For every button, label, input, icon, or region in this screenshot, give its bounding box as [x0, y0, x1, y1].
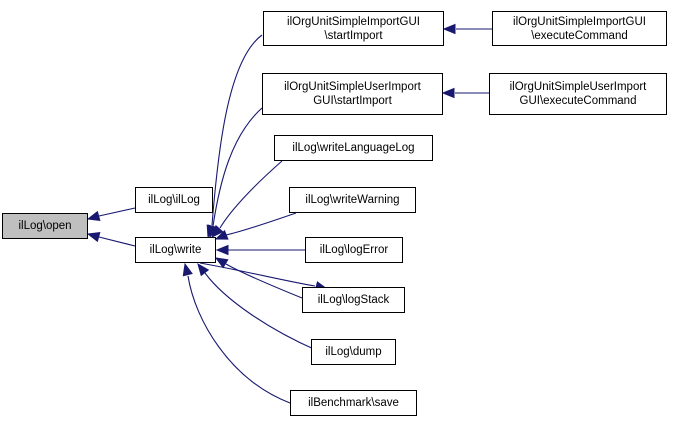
- node-orgunit-simple-import-start-import[interactable]: ilOrgUnitSimpleImportGUI \startImport: [263, 11, 444, 46]
- edge-orgimport-to-write: [211, 34, 263, 226]
- edge-warning-to-write: [225, 212, 297, 236]
- node-ilbenchmark-save[interactable]: ilBenchmark\save: [290, 390, 417, 416]
- arrowhead-warning-to-write: [214, 229, 229, 240]
- edge-write-to-open: [98, 236, 136, 247]
- node-illog-write-warning[interactable]: ilLog\writeWarning: [289, 187, 416, 213]
- node-orgunit-simple-user-import-execute-command[interactable]: ilOrgUnitSimpleUserImport GUI\executeCom…: [489, 73, 667, 115]
- arrowhead-langlog-to-write: [211, 224, 224, 238]
- arrowhead-orguserexec-to-orguser: [441, 87, 455, 99]
- arrowhead-save-to-write: [182, 262, 193, 277]
- node-illog-write-language-log[interactable]: ilLog\writeLanguageLog: [274, 135, 433, 161]
- edge-dump-to-write: [204, 272, 317, 351]
- arrowhead-logstack-to-write: [214, 257, 229, 269]
- edge-write-to-logstack: [199, 262, 316, 287]
- edge-langlog-to-write: [219, 160, 283, 229]
- node-illog-illog[interactable]: ilLog\ilLog: [135, 187, 213, 213]
- arrowhead-illog-to-open: [86, 210, 101, 222]
- edge-logstack-to-write: [225, 263, 303, 299]
- arrowhead-logerror-to-write: [215, 244, 229, 256]
- node-orgunit-simple-import-execute-command[interactable]: ilOrgUnitSimpleImportGUI \executeCommand: [492, 11, 667, 46]
- arrowhead-dump-to-write: [197, 262, 210, 277]
- node-illog-open[interactable]: ilLog\open: [2, 213, 88, 239]
- edge-illog-to-open: [98, 207, 136, 217]
- node-illog-log-error[interactable]: ilLog\logError: [305, 237, 403, 263]
- node-orgunit-simple-user-import-start-import[interactable]: ilOrgUnitSimpleUserImport GUI\startImpor…: [262, 73, 443, 115]
- edge-orguser-to-write: [212, 107, 263, 227]
- node-illog-dump[interactable]: ilLog\dump: [311, 339, 396, 365]
- node-illog-log-stack[interactable]: ilLog\logStack: [302, 287, 405, 313]
- edge-save-to-write: [187, 275, 291, 404]
- arrowhead-orgimportexec-to-orgimport: [442, 23, 456, 35]
- arrowhead-write-to-open: [86, 231, 101, 243]
- node-illog-write[interactable]: ilLog\write: [135, 237, 216, 263]
